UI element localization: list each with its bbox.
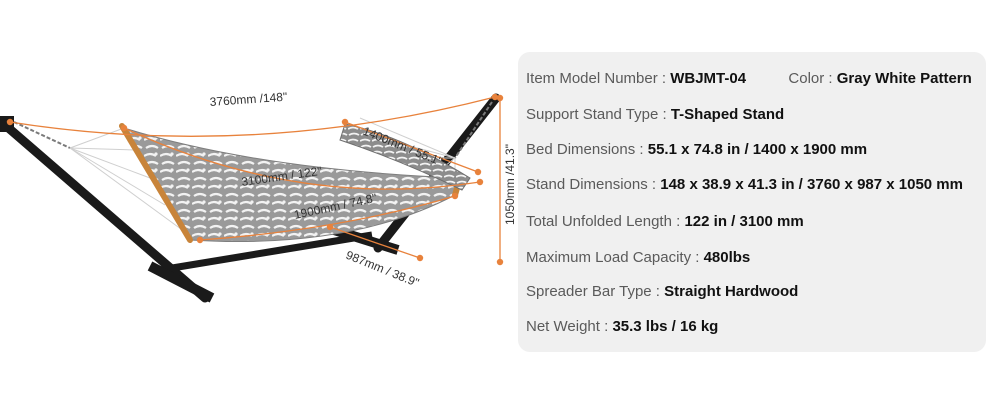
spec-row-spreader: Spreader Bar Type : Straight Hardwood <box>526 283 798 300</box>
overall-length-label: 3760mm /148" <box>209 90 287 109</box>
spec-row-unfolded: Total Unfolded Length : 122 in / 3100 mm <box>526 213 804 230</box>
spec-row-weight: Net Weight : 35.3 lbs / 16 kg <box>526 318 718 335</box>
spec-value-unfolded: 122 in / 3100 mm <box>684 213 804 230</box>
spec-label-stand-dim: Stand Dimensions : <box>526 176 657 193</box>
spec-value-bed-dim: 55.1 x 74.8 in / 1400 x 1900 mm <box>647 141 868 158</box>
spec-label-model: Item Model Number : <box>526 70 667 87</box>
spec-value-spreader: Straight Hardwood <box>664 283 799 300</box>
spec-row-stand-dim: Stand Dimensions : 148 x 38.9 x 41.3 in … <box>526 176 963 193</box>
spec-label-spreader: Spreader Bar Type : <box>526 283 660 300</box>
dimension-lines <box>9 96 501 262</box>
spec-panel: Item Model Number : WBJMT-04 Color : Gra… <box>518 52 986 352</box>
spec-value-model: WBJMT-04 <box>670 70 747 87</box>
spec-value-load: 480lbs <box>703 249 751 266</box>
hammock-chains <box>13 101 493 159</box>
spec-label-unfolded: Total Unfolded Length : <box>526 213 681 230</box>
spec-value-color: Gray White Pattern <box>836 70 972 87</box>
spec-row-load: Maximum Load Capacity : 480lbs <box>526 249 750 266</box>
hammock-diagram: 3760mm /148" 3100mm / 122" 1400mm / 55.1… <box>0 90 517 303</box>
spec-value-weight: 35.3 lbs / 16 kg <box>612 318 719 335</box>
hammock-pillow <box>339 123 471 191</box>
spec-row-stand-type: Support Stand Type : T-Shaped Stand <box>526 106 784 123</box>
spec-row-bed-dim: Bed Dimensions : 55.1 x 74.8 in / 1400 x… <box>526 141 867 158</box>
spec-value-stand-type: T-Shaped Stand <box>670 106 785 123</box>
dimension-points <box>6 93 504 266</box>
spec-label-load: Maximum Load Capacity : <box>526 249 700 266</box>
spec-label-weight: Net Weight : <box>526 318 609 335</box>
spec-label-bed-dim: Bed Dimensions : <box>526 141 644 158</box>
spec-value-stand-dim: 148 x 38.9 x 41.3 in / 3760 x 987 x 1050… <box>660 176 963 193</box>
height-label: 1050mm /41.3" <box>503 144 517 225</box>
spec-row-model: Item Model Number : WBJMT-04 Color : Gra… <box>526 70 972 87</box>
spec-label-stand-type: Support Stand Type : <box>526 106 667 123</box>
spec-label-color: Color : <box>788 70 833 87</box>
spreader-bar <box>119 123 193 243</box>
